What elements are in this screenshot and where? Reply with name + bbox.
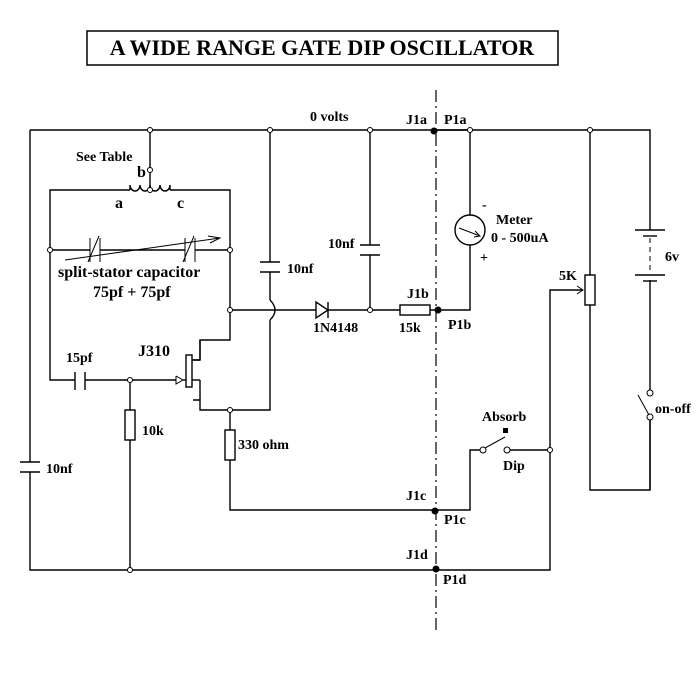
inductor-coil xyxy=(129,184,171,192)
capacitor-10nf-right xyxy=(360,244,380,256)
label-meter-minus: - xyxy=(482,198,487,213)
wire-tank-left xyxy=(49,189,130,381)
meter-needle-head xyxy=(473,230,482,238)
label-pot-5k: 5K xyxy=(559,269,577,284)
battery-6v xyxy=(635,229,665,282)
wire-source xyxy=(193,399,231,430)
wire-p1c-switch xyxy=(436,449,480,511)
label-j1d: J1d xyxy=(406,548,428,563)
wire-meter-plus xyxy=(430,245,471,311)
split-stator-capacitor xyxy=(64,235,222,263)
diode-body xyxy=(315,300,330,320)
label-split-stator-value: 75pf + 75pf xyxy=(93,284,171,301)
connector-j1a xyxy=(430,127,438,135)
junction-nodes xyxy=(47,127,593,573)
title-block: A WIDE RANGE GATE DIP OSCILLATOR xyxy=(86,30,559,66)
label-j1a: J1a xyxy=(406,113,427,128)
label-c-10nf-left: 10nf xyxy=(46,462,73,477)
connector-j1b xyxy=(434,306,442,314)
diagram-title: A WIDE RANGE GATE DIP OSCILLATOR xyxy=(110,35,536,60)
wire-bottom-rail xyxy=(29,450,551,571)
label-split-stator: split-stator capacitor xyxy=(58,264,200,281)
jfet-gate-arrow xyxy=(175,375,185,385)
label-meter-plus: + xyxy=(480,251,488,266)
label-c-10nf-mid: 10nf xyxy=(287,262,314,277)
label-r-15k: 15k xyxy=(399,321,421,336)
label-r-330: 330 ohm xyxy=(238,438,289,453)
label-p1b: P1b xyxy=(448,318,472,333)
label-on-off: on-off xyxy=(655,402,691,417)
connector-j1c xyxy=(431,507,439,515)
wire-rail-right xyxy=(436,129,651,230)
label-p1d: P1d xyxy=(443,573,467,588)
ss-trim-1 xyxy=(87,235,100,263)
potentiometer-5k[interactable] xyxy=(584,274,596,306)
label-j1c: J1c xyxy=(406,489,426,504)
absorb-dip-switch[interactable] xyxy=(479,428,511,454)
wire-330-bottom xyxy=(229,460,436,511)
ss-trim-2 xyxy=(182,235,195,263)
ss-arrow-head xyxy=(207,235,222,244)
wire-drain xyxy=(193,310,231,361)
resistor-10k xyxy=(124,409,136,441)
label-p1a: P1a xyxy=(444,113,467,128)
label-c-15pf: 15pf xyxy=(66,351,93,366)
pot-wiper-arrow xyxy=(576,285,584,295)
label-c-10nf-right: 10nf xyxy=(328,237,355,252)
meter-needle xyxy=(458,227,481,237)
wire-pot-bottom xyxy=(589,305,651,491)
jfet-j310 xyxy=(175,340,201,400)
label-0-volts: 0 volts xyxy=(310,110,349,125)
label-meter: Meter xyxy=(496,213,533,228)
title-frame xyxy=(86,30,559,66)
capacitor-15pf xyxy=(74,372,86,390)
diode-1n4148 xyxy=(315,300,330,320)
label-absorb: Absorb xyxy=(482,410,527,425)
wire-source-feedback xyxy=(230,320,271,411)
label-coil-b: b xyxy=(137,164,146,181)
label-battery-6v: 6v xyxy=(665,250,679,265)
wire-pot-wiper xyxy=(549,289,583,450)
power-switch[interactable] xyxy=(637,389,654,490)
capacitor-10nf-left xyxy=(20,461,40,473)
label-p1c: P1c xyxy=(444,513,466,528)
meter-0-500ua xyxy=(454,214,486,246)
label-r-10k: 10k xyxy=(142,424,164,439)
resistor-330-ohm xyxy=(224,429,236,461)
label-j1b: J1b xyxy=(407,287,429,302)
label-see-table: See Table xyxy=(76,150,132,165)
ss-gang-arrow xyxy=(64,237,221,261)
meter-body xyxy=(454,214,486,246)
label-diode: 1N4148 xyxy=(313,321,358,336)
label-coil-a: a xyxy=(115,195,123,212)
resistor-15k xyxy=(399,304,431,316)
wire-tank-right xyxy=(170,189,231,310)
absorb-contact xyxy=(503,428,508,433)
wires xyxy=(29,129,651,571)
label-meter-range: 0 - 500uA xyxy=(491,231,549,246)
label-jfet: J310 xyxy=(138,343,170,360)
connector-j1d xyxy=(432,565,440,573)
label-dip: Dip xyxy=(503,459,525,474)
jfet-channel xyxy=(185,354,193,388)
label-coil-c: c xyxy=(177,195,184,212)
capacitor-10nf-mid xyxy=(260,261,280,273)
